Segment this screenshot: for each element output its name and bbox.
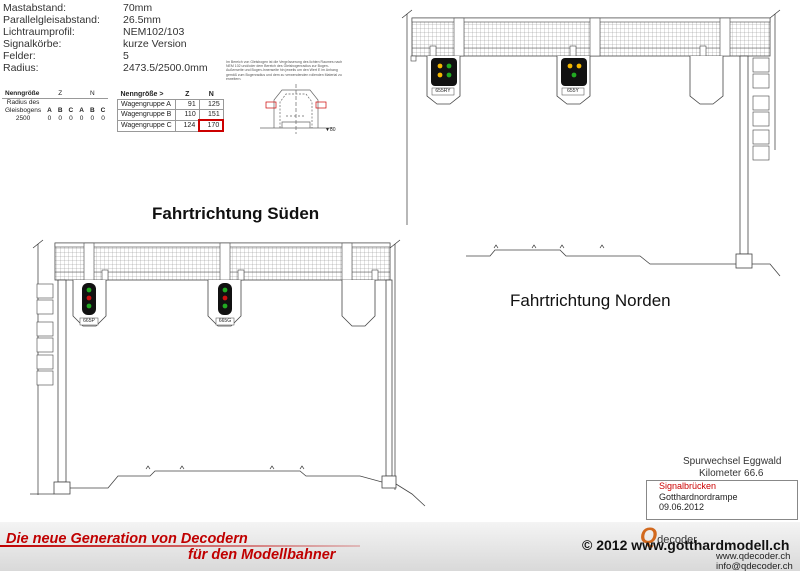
spec-value: 5 (123, 50, 129, 62)
radius-subheader: B (57, 107, 63, 114)
radius-row-label: 2500 (15, 115, 31, 122)
title-block: Signalbrücken Gotthardnordrampe 09.06.20… (646, 480, 798, 520)
wagon-row-name: Wagengruppe C (117, 119, 176, 132)
radius-subheader: C (68, 107, 74, 114)
radius-subheader: A (79, 107, 84, 114)
radius-row-label: Radius des (6, 99, 40, 106)
radius-subheader: A (47, 107, 52, 114)
profile-marker: ▼80 (325, 127, 336, 133)
signal-bridge-drawing (30, 9, 781, 507)
spec-labels: Mastabstand: Parallelgleisabstand: Licht… (3, 2, 100, 74)
direction-north-label: Fahrtrichtung Norden (510, 291, 671, 310)
signal-head-north-left (431, 58, 457, 86)
radius-value: 0 (79, 115, 84, 122)
spec-values: 70mm 26.5mm NEM102/103 kurze Version 5 2… (123, 2, 208, 74)
signal-plate-label: 655Y (567, 88, 579, 94)
spec-value: 2473.5/2500.0mm (123, 62, 208, 74)
spec-value: 70mm (123, 2, 153, 14)
radius-value: 0 (58, 115, 62, 122)
slogan-line1: Die neue Generation von Decodern (6, 531, 248, 547)
qdecoder-logo-text: decoder (657, 534, 697, 546)
radius-value: 0 (47, 115, 52, 122)
radius-header: Nenngröße (2, 90, 45, 99)
location-kilometer: Kilometer 66.6 (699, 468, 764, 479)
spec-value: 26.5mm (123, 14, 161, 26)
location-name: Spurwechsel Eggwald (683, 456, 782, 467)
radius-value: 0 (101, 115, 105, 122)
bridge-south (30, 239, 426, 507)
radius-row-label: Gleisbogens (5, 107, 42, 114)
slogan-underline (0, 545, 360, 547)
radius-table: Nenngröße Z N Radius des Gleisbogens A B… (2, 90, 109, 123)
title-category: Signalbrücken (659, 481, 717, 491)
clearance-profile-sketch (260, 84, 332, 134)
wagon-value-n-highlighted: 170 (198, 119, 225, 132)
radius-value: 0 (69, 115, 73, 122)
spec-label: Signalkörbe: (3, 38, 62, 50)
signal-plate-label: 655RY (435, 88, 451, 94)
signal-head-north-right (561, 58, 587, 86)
wagon-header: Z (185, 91, 190, 98)
spec-label: Radius: (3, 62, 39, 74)
wagon-header: N (208, 91, 214, 98)
spec-label: Mastabstand: (3, 2, 67, 14)
signal-plate-label: 665G (218, 318, 232, 324)
radius-header: N (76, 90, 109, 99)
spec-label: Lichtraumprofil: (3, 26, 75, 38)
bridge-north (401, 9, 781, 277)
qdecoder-logo: Qdecoder (640, 523, 697, 549)
spec-label: Parallelgleisabstand: (3, 14, 100, 26)
email-link[interactable]: info@qdecoder.ch (716, 561, 793, 571)
radius-value: 0 (90, 115, 95, 122)
spec-label: Felder: (3, 50, 36, 62)
spec-value: kurze Version (123, 38, 187, 50)
wagon-table: Nenngröße > Z N Wagengruppe A 91 125 Wag… (117, 90, 225, 132)
radius-header: Z (44, 90, 77, 99)
slogan-line2: für den Modellbahner (188, 547, 336, 563)
profile-note: Im Bereich von Gleisbogen ist die Vergrö… (226, 60, 343, 81)
direction-south-label: Fahrtrichtung Süden (152, 204, 320, 223)
signal-plate-label: 665P (83, 318, 95, 324)
radius-subheader: C (100, 107, 106, 114)
title-date: 09.06.2012 (659, 502, 705, 512)
title-name: Gotthardnordrampe (659, 491, 738, 502)
spec-value: NEM102/103 (123, 26, 185, 38)
radius-subheader: B (89, 107, 95, 114)
wagon-value-n: 125 (198, 99, 224, 110)
qdecoder-logo-mark: Q (640, 523, 658, 548)
copyright-link[interactable]: © 2012 www.gotthardmodell.ch (582, 537, 790, 553)
website-link[interactable]: www.qdecoder.ch (716, 551, 791, 562)
wagon-header: Nenngröße > (120, 91, 164, 98)
